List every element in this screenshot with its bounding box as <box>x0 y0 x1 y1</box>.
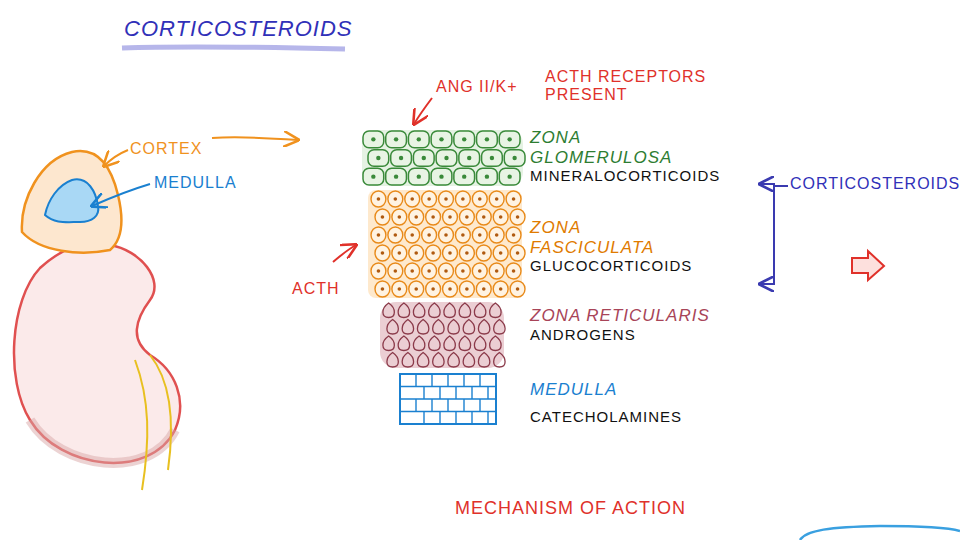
medulla-band: MEDULLACATECHOLAMINES <box>360 370 760 428</box>
zone-band: ZONA RETICULARISANDROGENS <box>360 300 760 370</box>
kidney-shade <box>30 420 175 463</box>
zone-name: ZONA FASCICULATA <box>530 218 670 257</box>
zone-band: ZONA FASCICULATAGLUCOCORTICOIDS <box>360 188 760 300</box>
hormone-class: MINERALOCORTICOIDS <box>530 167 770 184</box>
hormone-class: ANDROGENS <box>530 326 770 343</box>
hormone-class: GLUCOCORTICOIDS <box>530 257 770 274</box>
partial-shape <box>800 526 960 540</box>
ureter <box>135 355 171 490</box>
stimulus-arrow <box>414 98 432 124</box>
zone-name: MEDULLA <box>530 380 690 400</box>
section-heading: MECHANISM OF ACTION <box>455 498 795 519</box>
arrow-icon <box>852 251 884 280</box>
stimulus-arrow <box>333 245 356 262</box>
bracket-head <box>760 283 768 285</box>
note-label: ACTH RECEPTORS PRESENT <box>545 68 715 105</box>
cell-layer <box>398 370 502 428</box>
part-label: MEDULLA <box>154 174 264 192</box>
stimulus-label: ACTH <box>292 280 352 298</box>
cell-layer <box>378 300 510 370</box>
bracket <box>762 184 774 284</box>
hormone-class: CATECHOLAMINES <box>530 408 770 425</box>
zone-name: ZONA GLOMERULOSA <box>530 128 676 167</box>
zone-name: ZONA RETICULARIS <box>530 306 750 326</box>
adrenal-medulla <box>45 179 98 222</box>
stimulus-label: ANG II/K+ <box>436 78 536 96</box>
cell-layer <box>366 188 528 300</box>
part-label: CORTEX <box>130 140 220 158</box>
page-title: CORTICOSTEROIDS <box>124 16 353 41</box>
title-underline <box>122 47 345 49</box>
leader-line <box>104 150 128 166</box>
zone-band: ZONA GLOMERULOSAMINERALOCORTICOIDS <box>360 126 760 188</box>
bracket-label: CORTICOSTEROIDS <box>790 175 960 193</box>
kidney-outline <box>14 244 180 463</box>
adrenal-cortex <box>22 151 121 252</box>
pointer-arrow <box>212 137 298 140</box>
leader-line <box>92 184 150 206</box>
bracket-head <box>760 183 768 185</box>
bracket-tick <box>774 185 788 187</box>
cell-layer <box>360 126 529 188</box>
